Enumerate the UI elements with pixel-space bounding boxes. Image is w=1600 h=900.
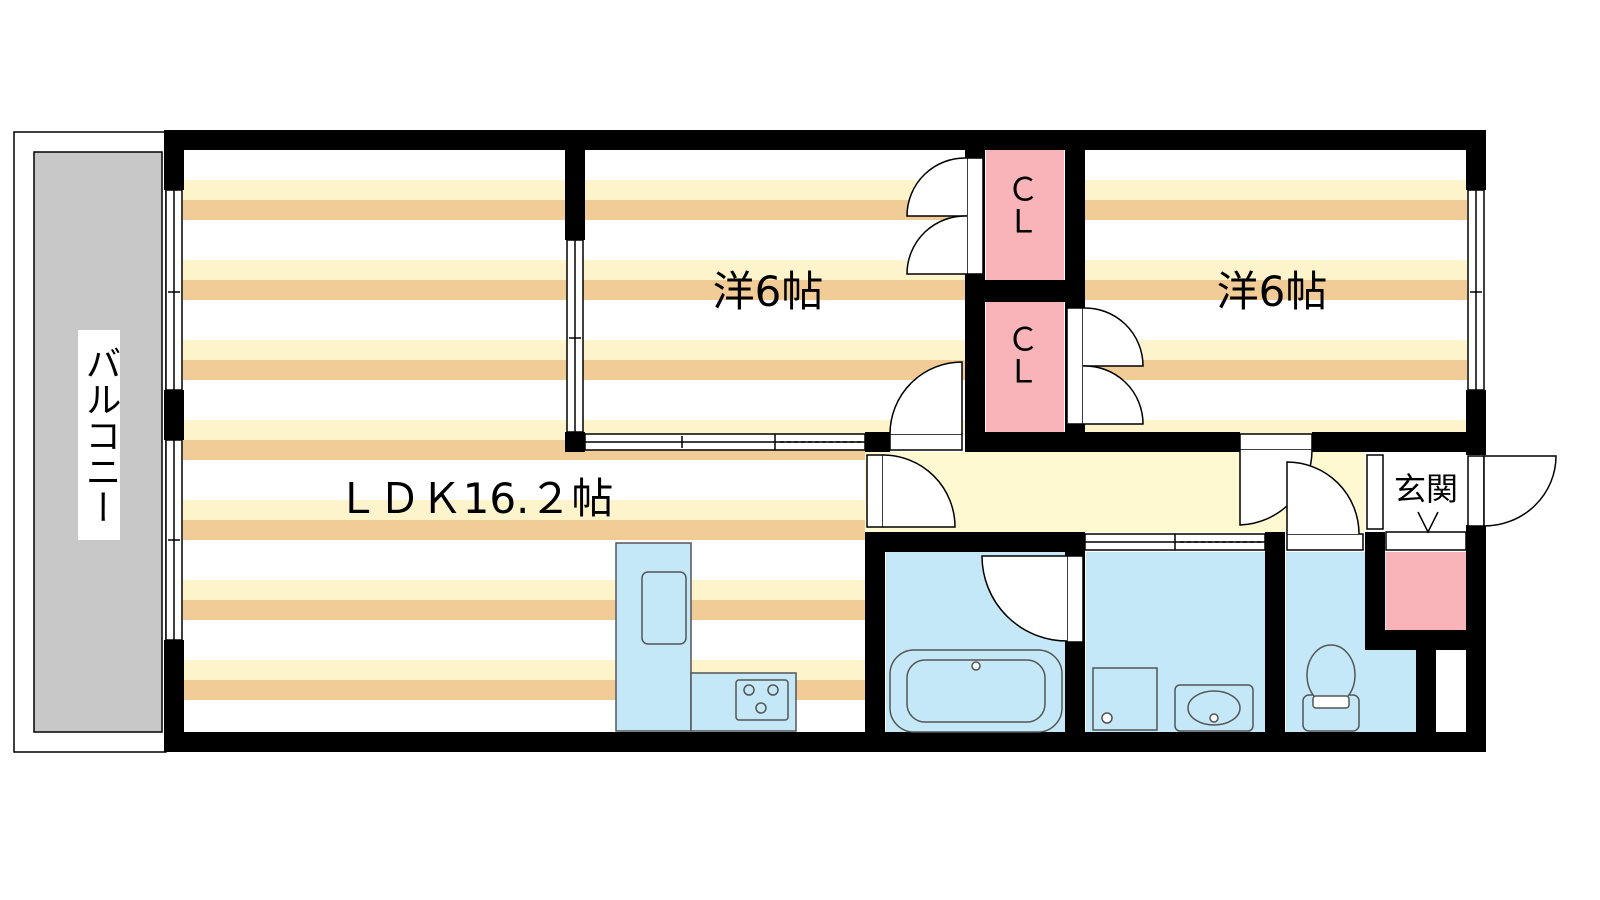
stove-icon xyxy=(735,679,789,721)
sliding-doors xyxy=(584,433,1266,551)
door-swing-icon xyxy=(1066,307,1144,425)
washbasin-icon xyxy=(1174,684,1254,732)
entrance-label: 玄関 xyxy=(1394,470,1458,508)
balcony xyxy=(13,131,167,753)
door-swing-icon xyxy=(1366,454,1384,530)
shoe-closet xyxy=(1386,552,1466,630)
door-swing-icon xyxy=(981,555,1084,643)
western-room-1-label: 洋6帖 xyxy=(713,267,824,316)
toilet-icon xyxy=(1302,644,1360,732)
bathtub-icon xyxy=(889,649,1063,733)
balcony-label: バルコニー xyxy=(80,345,121,525)
windows xyxy=(165,189,1485,641)
door-swing-icon xyxy=(906,157,984,275)
door-swing-icon xyxy=(1467,455,1557,527)
sink-icon xyxy=(641,571,687,645)
washing-machine-icon xyxy=(1092,667,1158,731)
closet-2-label: ＣＬ xyxy=(1002,323,1040,387)
western-room-1-floor xyxy=(585,150,965,435)
closet-2 xyxy=(986,302,1064,432)
western-room-2-floor xyxy=(1085,150,1467,435)
door-swing-icon xyxy=(889,361,963,451)
fixtures xyxy=(641,571,1360,733)
closet-1 xyxy=(986,150,1064,280)
door-swing-icon xyxy=(1286,461,1364,551)
swing-doors xyxy=(866,157,1557,643)
ldk-label: ＬＤＫ16.２帖 xyxy=(337,474,614,523)
entrance-step xyxy=(1385,531,1467,551)
room-labels: バルコニー ＬＤＫ16.２帖 洋6帖 洋6帖 ＣＬ ＣＬ 玄関 xyxy=(80,173,1459,525)
closet-1-label: ＣＬ xyxy=(1002,173,1040,237)
door-swing-icon xyxy=(866,454,956,528)
western-room-2-label: 洋6帖 xyxy=(1217,267,1328,316)
entrance-arrow xyxy=(1417,511,1439,534)
